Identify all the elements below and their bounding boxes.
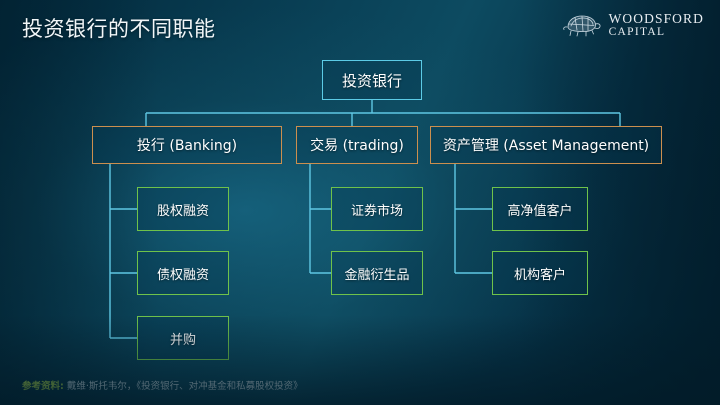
tortoise-icon — [562, 15, 601, 37]
node-leaf-institutional-clients[interactable]: 机构客户 — [492, 251, 588, 295]
node-leaf-derivatives[interactable]: 金融衍生品 — [331, 251, 423, 295]
node-category-asset-management-label: 资产管理 (Asset Management) — [442, 138, 650, 154]
node-category-trading-label: 交易 (trading) — [310, 138, 404, 154]
node-leaf-equity-financing-label: 股权融资 — [156, 203, 209, 219]
node-category-banking-label: 投行 (Banking) — [136, 138, 238, 154]
source-reference: 参考资料:戴维·斯托韦尔，《投资银行、对冲基金和私募股权投资》 — [22, 378, 303, 392]
node-category-trading[interactable]: 交易 (trading) — [296, 126, 418, 164]
source-reference-text: 戴维·斯托韦尔，《投资银行、对冲基金和私募股权投资》 — [66, 381, 303, 392]
node-leaf-securities-market-label: 证券市场 — [350, 203, 403, 219]
node-leaf-derivatives-label: 金融衍生品 — [344, 267, 410, 283]
logo-line-2: CAPITAL — [608, 25, 666, 38]
node-leaf-high-net-worth-clients[interactable]: 高净值客户 — [492, 187, 588, 231]
node-category-asset-management[interactable]: 资产管理 (Asset Management) — [430, 126, 662, 164]
node-leaf-debt-financing-label: 债权融资 — [156, 267, 209, 283]
node-leaf-institutional-clients-label: 机构客户 — [513, 267, 566, 283]
node-leaf-mergers-acquisitions[interactable]: 并购 — [137, 316, 229, 360]
logo-wordmark: WOODSFORD CAPITAL — [608, 10, 704, 38]
node-root[interactable]: 投资银行 — [322, 60, 422, 100]
node-leaf-equity-financing[interactable]: 股权融资 — [137, 187, 229, 231]
node-leaf-securities-market[interactable]: 证券市场 — [331, 187, 423, 231]
logo-line-1: WOODSFORD — [608, 10, 704, 26]
node-leaf-mergers-acquisitions-label: 并购 — [169, 332, 196, 348]
node-root-label: 投资银行 — [341, 71, 402, 90]
node-leaf-debt-financing[interactable]: 债权融资 — [137, 251, 229, 295]
source-reference-label: 参考资料: — [22, 381, 64, 392]
node-leaf-high-net-worth-clients-label: 高净值客户 — [507, 203, 573, 219]
page-title: 投资银行的不同职能 — [22, 17, 216, 41]
brand-logo: WOODSFORD CAPITAL — [558, 10, 704, 40]
node-category-banking[interactable]: 投行 (Banking) — [92, 126, 282, 164]
